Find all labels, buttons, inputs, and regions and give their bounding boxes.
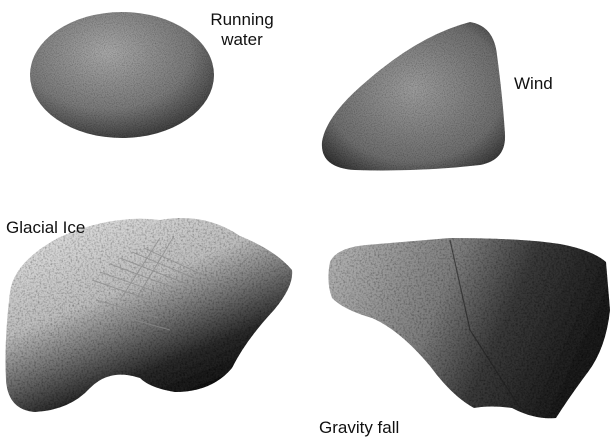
running-water-label-line1: Running <box>200 10 284 30</box>
gravity-fall-rock <box>328 238 610 418</box>
glacial-ice-label: Glacial Ice <box>6 218 85 238</box>
running-water-label-line2: water <box>200 30 284 50</box>
gravity-fall-label: Gravity fall <box>319 418 399 438</box>
running-water-label: Running water <box>200 10 284 50</box>
wind-label: Wind <box>514 74 553 94</box>
glacial-ice-rock <box>6 218 293 412</box>
running-water-pebble <box>30 12 214 138</box>
wind-ventifact-rock <box>322 22 505 170</box>
